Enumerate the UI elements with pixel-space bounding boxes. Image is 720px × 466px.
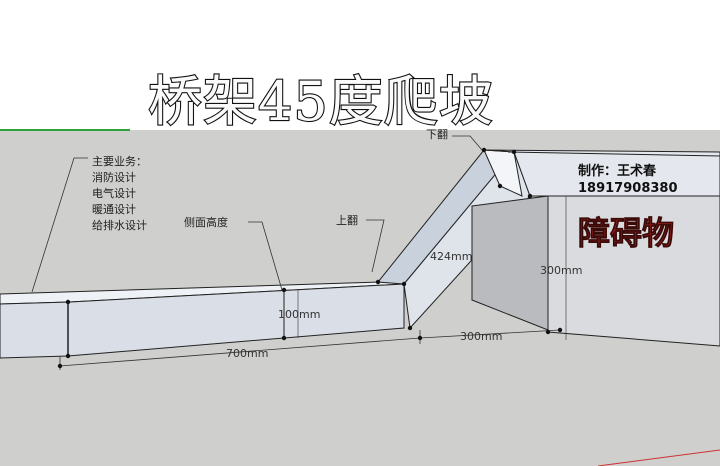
up-turn-leader (366, 219, 385, 273)
dim-length: 700mm (226, 347, 268, 360)
dim-slope: 424mm (430, 250, 472, 263)
side-height-leader (248, 221, 283, 291)
phone-number: 18917908380 (578, 181, 678, 196)
service-item: 暖通设计 (92, 203, 136, 216)
dim-length-line (59, 337, 421, 367)
red-axis (597, 449, 720, 466)
dim-obstacle-height: 300mm (540, 264, 582, 277)
up-turn-label: 上翻 (336, 213, 358, 227)
service-item: 消防设计 (92, 170, 136, 184)
page-title: 桥架45度爬坡 (148, 70, 494, 133)
service-item: 给排水设计 (92, 218, 147, 232)
services-leader-line (31, 157, 88, 293)
obstacle-label: 障碍物 (578, 214, 674, 252)
author-label: 制作：王术春 (578, 163, 657, 179)
sky-background (0, 0, 720, 130)
dim-base: 300mm (460, 330, 502, 343)
down-turn-label: 下翻 (426, 127, 448, 141)
down-turn-leader (452, 135, 483, 151)
obstacle-front[interactable] (547, 195, 720, 347)
vertex-markers (57, 147, 563, 369)
dim-base-line (419, 329, 561, 339)
side-height-label: 侧面高度 (184, 215, 228, 229)
service-item: 电气设计 (92, 186, 136, 200)
dim-side-height: 100mm (278, 308, 320, 321)
services-heading: 主要业务： (92, 155, 147, 168)
